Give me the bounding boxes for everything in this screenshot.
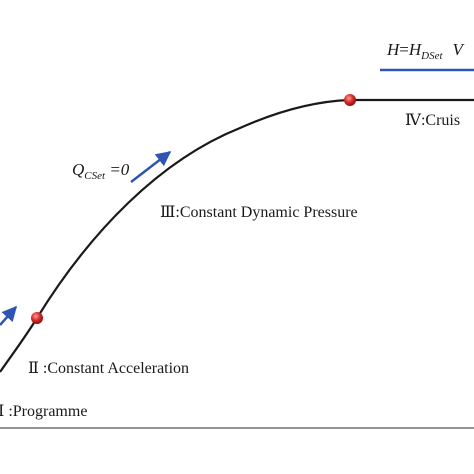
transition-marker-cruise (344, 94, 356, 106)
dynamic-pressure-direction-arrow (130, 151, 172, 183)
phase-label-constant-acceleration: Ⅱ :Constant Acceleration (28, 360, 189, 377)
phase-label-cruise: Ⅳ:Cruis (405, 112, 460, 129)
q-value: =0 (105, 160, 130, 179)
phase-label-programme: Ⅰ :Programme (0, 403, 87, 420)
q-subscript: CSet (84, 170, 106, 182)
h-equals: = (399, 40, 409, 59)
q-symbol: Q (72, 160, 84, 179)
h-trailing: V (453, 40, 466, 59)
trajectory-curve (0, 98, 474, 373)
h-symbol: H (386, 40, 401, 59)
h-subscript: DSet (420, 50, 443, 62)
phase-label-constant-dynamic-pressure: Ⅲ:Constant Dynamic Pressure (160, 204, 358, 221)
q-cset-annotation: QCSet =0 (72, 160, 130, 182)
transition-marker-acceleration (31, 312, 43, 324)
programme-direction-arrow (0, 305, 17, 326)
h-rhs: H (408, 40, 423, 59)
